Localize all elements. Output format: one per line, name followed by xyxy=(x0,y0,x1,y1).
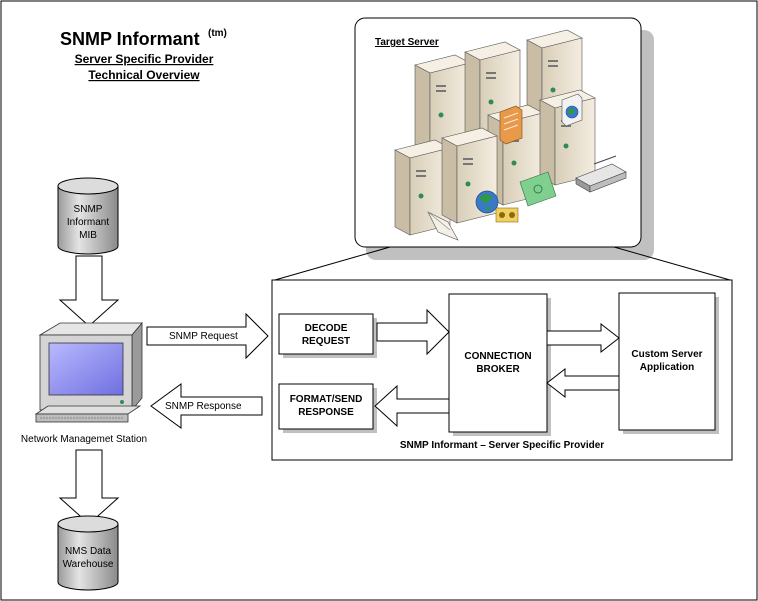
connection-broker-line2: BROKER xyxy=(476,364,520,375)
decode-request-box xyxy=(278,313,374,355)
arrow-station-to-warehouse xyxy=(58,449,120,525)
globe-document-icon xyxy=(561,93,583,127)
target-server-panel: Target Server xyxy=(354,17,654,260)
film-reel-icon xyxy=(495,207,519,223)
decode-request-line1: DECODE xyxy=(305,323,348,334)
arrow-mib-to-station xyxy=(58,255,120,327)
printer-icon xyxy=(575,155,627,193)
arrow-broker-to-custom xyxy=(546,322,620,354)
monitor-screen xyxy=(48,342,124,396)
custom-server-line2: Application xyxy=(640,362,694,373)
warehouse-line1: NMS Data xyxy=(65,546,112,557)
nms-data-warehouse-cylinder: NMS Data Warehouse xyxy=(57,515,119,591)
arrow-decode-to-broker xyxy=(376,308,450,356)
title-block: SNMP Informant (tm) Server Specific Prov… xyxy=(60,28,227,82)
connection-broker-box xyxy=(448,293,548,433)
warehouse-line2: Warehouse xyxy=(63,559,114,570)
envelope-icon xyxy=(427,211,459,241)
mib-database-cylinder: SNMP Informant MIB xyxy=(57,177,119,255)
document-stack-icon xyxy=(499,105,523,145)
target-server-label: Target Server xyxy=(375,37,439,48)
mib-line2: Informant xyxy=(67,217,109,228)
custom-server-app-box xyxy=(618,292,716,431)
zoom-line-right xyxy=(613,246,731,281)
snmp-request-arrow xyxy=(146,312,269,360)
provider-caption: SNMP Informant – Server Specific Provide… xyxy=(400,440,604,451)
snmp-request-label: SNMP Request xyxy=(169,331,238,342)
format-send-line2: RESPONSE xyxy=(298,407,354,418)
custom-server-line1: Custom Server xyxy=(631,349,702,360)
format-send-line1: FORMAT/SEND xyxy=(290,394,363,405)
trademark-superscript: (tm) xyxy=(208,28,227,39)
globe-icon xyxy=(475,190,499,214)
subtitle-line1: Server Specific Provider xyxy=(75,52,214,66)
mib-line3: MIB xyxy=(79,230,97,241)
server-cluster-illustration xyxy=(394,29,627,241)
decode-request-line2: REQUEST xyxy=(302,336,350,347)
connection-broker-line1: CONNECTION xyxy=(464,351,531,362)
title-text: SNMP Informant xyxy=(60,29,200,49)
format-send-box xyxy=(278,383,374,430)
money-icon xyxy=(519,171,557,207)
arrow-custom-to-broker xyxy=(546,367,620,399)
arrow-broker-to-format xyxy=(374,384,450,428)
workstation-icon xyxy=(34,321,143,423)
server-tower-icon xyxy=(394,139,451,236)
zoom-line-left xyxy=(274,246,391,281)
network-management-station-label: Network Managemet Station xyxy=(21,434,147,445)
snmp-response-arrow xyxy=(150,383,263,429)
mib-line1: SNMP xyxy=(74,204,103,215)
snmp-response-label: SNMP Response xyxy=(165,401,242,412)
subtitle-line2: Technical Overview xyxy=(88,68,200,82)
